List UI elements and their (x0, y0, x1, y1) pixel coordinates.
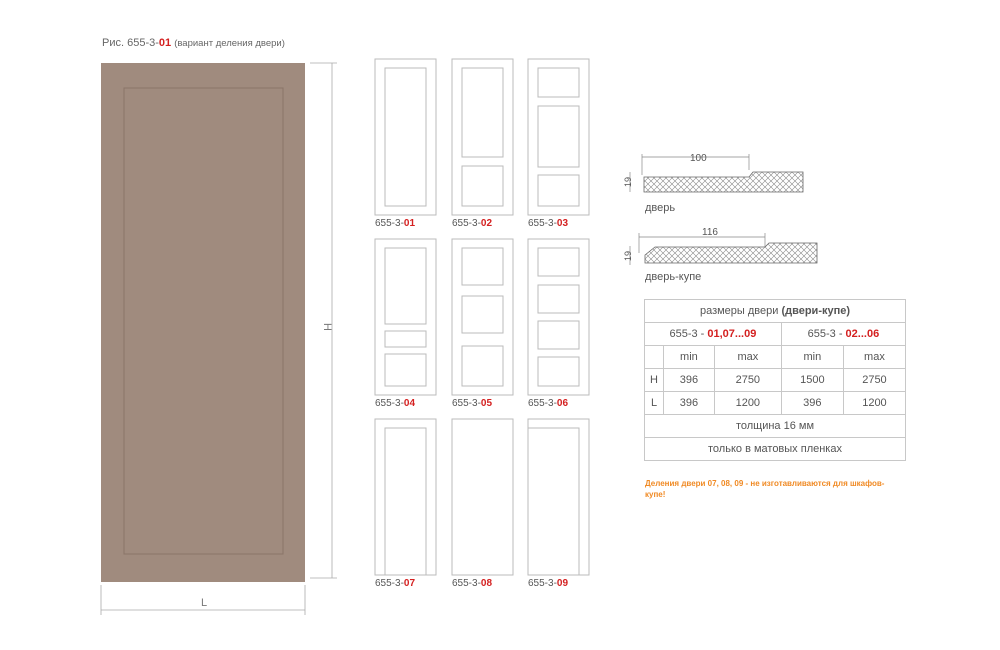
main-door-panel (101, 63, 305, 582)
table-corner-cell (644, 345, 664, 369)
sliding-door-profile: 116 19 (623, 227, 818, 265)
variant-label-01: 655-3-01 (375, 218, 416, 229)
dimensions-table: размеры двери (двери-купе) 655-3 - 01,07… (644, 299, 907, 461)
sliding-profile-thickness: 19 (623, 251, 633, 261)
caption-note: (вариант деления двери) (174, 38, 285, 49)
door-variant-08 (451, 418, 514, 576)
door-variant-07 (374, 418, 437, 576)
variant-label-03: 655-3-03 (528, 218, 569, 229)
variant-label-08: 655-3-08 (452, 578, 493, 589)
door-profile-width: 100 (690, 153, 707, 164)
variant-label-05: 655-3-05 (452, 398, 493, 409)
table-header-max: max (842, 345, 907, 369)
door-variant-03 (527, 58, 590, 216)
door-variant-01 (374, 58, 437, 216)
table-row: H 396 2750 1500 2750 (644, 368, 907, 392)
door-variant-09 (527, 418, 590, 576)
table-title: размеры двери (двери-купе) (644, 299, 906, 323)
door-variant-04 (374, 238, 437, 396)
table-group-1: 655-3 - 01,07...09 (644, 322, 782, 346)
profile-sections: 100 19 116 19 (623, 153, 818, 265)
table-header-min: min (780, 345, 844, 369)
door-variant-06 (527, 238, 590, 396)
table-header-min: min (663, 345, 715, 369)
door-profile-thickness: 19 (623, 177, 633, 187)
warning-note: Деления двери 07, 08, 09 - не изготавлив… (645, 479, 885, 499)
table-header-max: max (713, 345, 782, 369)
variant-label-07: 655-3-07 (375, 578, 416, 589)
width-label: L (201, 597, 207, 609)
door-variants-grid (374, 58, 590, 576)
variant-label-04: 655-3-04 (375, 398, 416, 409)
door-variant-02 (451, 58, 514, 216)
height-label: H (321, 323, 333, 331)
figure-caption: Рис. 655-3-01 (вариант деления двери) (102, 37, 285, 49)
door-variant-05 (451, 238, 514, 396)
sliding-profile-width: 116 (702, 227, 718, 238)
door-profile: 100 19 (623, 153, 804, 193)
variant-label-09: 655-3-09 (528, 578, 569, 589)
main-door-drawing: H L (100, 62, 337, 615)
table-finish: только в матовых пленках (644, 437, 906, 461)
caption-prefix: Рис. 655-3- (102, 37, 159, 49)
table-thickness: толщина 16 мм (644, 414, 906, 438)
table-row: L 396 1200 396 1200 (644, 391, 907, 415)
table-group-2: 655-3 - 02...06 (780, 322, 907, 346)
caption-code: 01 (158, 37, 172, 49)
sliding-profile-label: дверь-купе (645, 271, 702, 283)
door-profile-label: дверь (645, 202, 676, 214)
variant-label-06: 655-3-06 (528, 398, 569, 409)
variant-label-02: 655-3-02 (452, 218, 493, 229)
main-door-inner-frame (123, 87, 284, 555)
